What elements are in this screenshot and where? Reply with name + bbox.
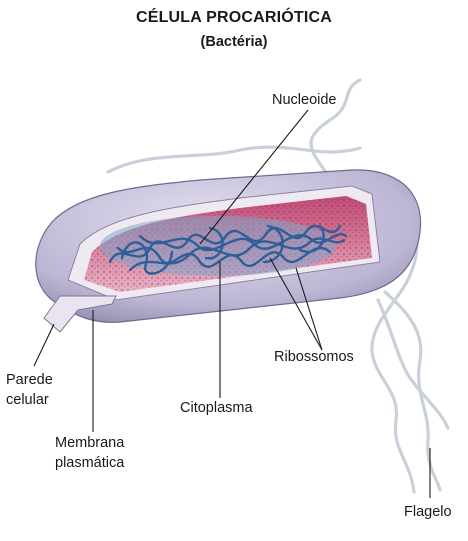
label-flagelo: Flagelo <box>404 504 452 520</box>
label-membrana-plasmatica-1: Membrana <box>55 435 125 451</box>
label-parede-celular-1: Parede <box>6 372 53 388</box>
flagella <box>106 78 450 494</box>
diagram-subtitle: (Bactéria) <box>200 34 268 50</box>
label-citoplasma: Citoplasma <box>180 400 253 416</box>
label-parede-celular-2: celular <box>6 392 49 408</box>
label-membrana-plasmatica-2: plasmática <box>55 455 125 471</box>
nucleoid-tangle <box>100 216 348 276</box>
peeled-wall-flap <box>43 295 117 333</box>
leader-lines <box>33 109 431 498</box>
label-ribossomos: Ribossomos <box>274 349 354 365</box>
label-nucleoide: Nucleoide <box>272 92 337 108</box>
diagram-title: CÉLULA PROCARIÓTICA <box>135 9 333 26</box>
